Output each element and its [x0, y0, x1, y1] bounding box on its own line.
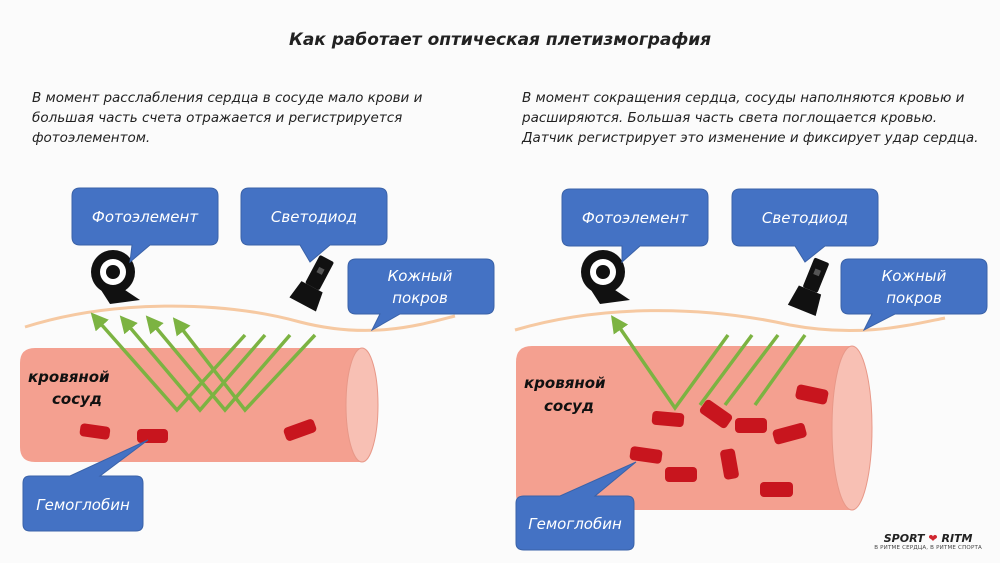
left-led-icon	[289, 255, 334, 312]
right-vessel-label-2: сосуд	[544, 397, 594, 415]
blood-cell	[772, 422, 807, 445]
page-title: Как работает оптическая плетизмография	[288, 30, 712, 50]
right-blood-cells	[629, 384, 829, 497]
left-description: В момент расслабления сердца в сосуде ма…	[32, 90, 423, 146]
left-skin-line	[24, 304, 456, 332]
right-vessel: кровяной сосуд	[516, 345, 873, 511]
left-skin-callout: Кожный покров	[347, 258, 495, 332]
right-photo-label: Фотоэлемент	[582, 209, 689, 227]
right-description: В момент сокращения сердца, сосуды напол…	[522, 90, 979, 146]
right-panel: кровяной сосуд	[514, 188, 988, 551]
right-led-label: Светодиод	[762, 209, 848, 227]
left-vessel-label-1: кровяной	[28, 368, 110, 386]
blood-cell	[137, 429, 168, 443]
right-hemoglobin-label: Гемоглобин	[528, 515, 622, 533]
light-ray	[119, 315, 267, 413]
left-light-rays	[90, 312, 317, 413]
left-skin-label-2: покров	[392, 289, 448, 307]
left-vessel-label-2: сосуд	[52, 390, 102, 408]
blood-cell	[651, 410, 685, 428]
light-ray	[145, 315, 292, 413]
left-panel: кровяной сосуд	[20, 187, 495, 532]
brand-logo: SPORT ❤ RITM В РИТМЕ СЕРДЦА, В РИТМЕ СПО…	[874, 532, 982, 551]
left-led-callout: Светодиод	[240, 187, 388, 263]
blood-cell	[629, 446, 663, 464]
heart-icon: ❤	[928, 532, 938, 545]
brand-tagline: В РИТМЕ СЕРДЦА, В РИТМЕ СПОРТА	[874, 545, 982, 551]
blood-cell	[699, 399, 733, 429]
right-led-callout: Светодиод	[731, 188, 879, 263]
left-led-label: Светодиод	[271, 208, 357, 226]
right-vessel-label-1: кровяной	[524, 374, 606, 392]
right-photo-sensor-icon	[581, 250, 630, 304]
blood-cell	[720, 448, 739, 480]
blood-cell	[795, 384, 829, 405]
left-photo-callout: Фотоэлемент	[71, 187, 219, 264]
brand-sport: SPORT	[883, 532, 925, 545]
light-ray	[723, 333, 780, 407]
right-light-rays	[611, 315, 807, 412]
blood-cell	[760, 482, 793, 497]
right-hemoglobin-callout: Гемоглобин	[515, 461, 637, 551]
blood-cell	[79, 423, 111, 440]
left-photo-sensor-icon	[91, 250, 140, 304]
blood-cell	[735, 418, 767, 433]
light-ray	[611, 315, 730, 412]
light-ray	[698, 333, 754, 407]
blood-cell	[283, 419, 317, 441]
light-ray	[172, 317, 317, 413]
right-led-icon	[787, 257, 829, 317]
right-skin-callout: Кожный покров	[840, 258, 988, 332]
left-hemoglobin-label: Гемоглобин	[36, 496, 130, 514]
left-photo-label: Фотоэлемент	[92, 208, 199, 226]
left-skin-label-1: Кожный	[388, 267, 453, 285]
right-skin-line	[514, 309, 946, 333]
left-hemoglobin-callout: Гемоглобин	[22, 439, 149, 532]
blood-cell	[665, 467, 697, 482]
light-ray	[753, 333, 807, 407]
right-skin-label-2: покров	[886, 289, 942, 307]
brand-ritm: RITM	[941, 532, 973, 545]
left-blood-cells	[79, 419, 317, 443]
right-skin-label-1: Кожный	[882, 267, 947, 285]
light-ray	[90, 312, 247, 413]
left-vessel: кровяной сосуд	[20, 347, 379, 463]
right-photo-callout: Фотоэлемент	[561, 188, 709, 264]
